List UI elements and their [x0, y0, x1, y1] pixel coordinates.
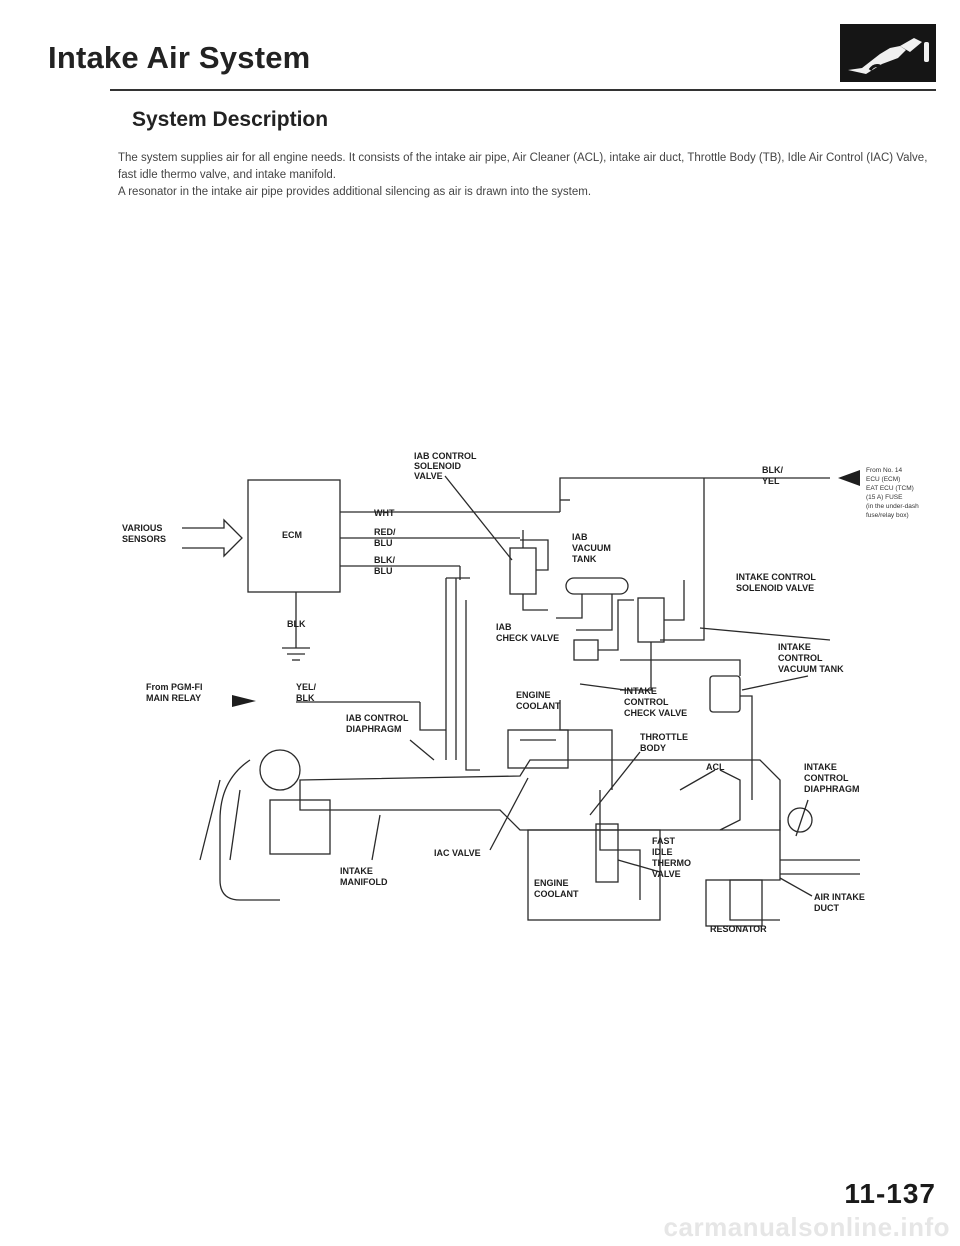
label-yel-blk-1: YEL/ [296, 682, 317, 692]
label-from-fuse-1: From No. 14 [866, 467, 903, 474]
fuel-nozzle-icon [840, 24, 936, 82]
label-air-intake-duct-2: DUCT [814, 903, 839, 913]
label-from-fuse-4: (15 A) FUSE [866, 494, 903, 501]
section-title: System Description [132, 108, 329, 131]
label-blk-blu-2: BLU [374, 566, 393, 576]
label-iab-vacuum-tank-1: IAB [572, 532, 588, 542]
label-ecm: ECM [282, 530, 302, 540]
ecm-box [247, 479, 341, 593]
label-iab-solenoid-2: SOLENOID [414, 461, 462, 471]
label-from-pgm-1: From PGM-FI [146, 682, 203, 692]
description-paragraph-1: The system supplies air for all engine n… [118, 152, 928, 181]
label-blk-yel-2: YEL [762, 476, 780, 486]
sensors-arrow [182, 518, 243, 558]
fast-idle-thermo-valve [595, 823, 619, 883]
label-air-intake-duct-1: AIR INTAKE [814, 892, 865, 902]
label-intake-diaphragm-1: INTAKE [804, 762, 837, 772]
label-intake-manifold-2: MANIFOLD [340, 877, 388, 887]
label-from-fuse-2: ECU (ECM) [866, 476, 900, 483]
label-intake-check-valve-1: INTAKE [624, 686, 657, 696]
label-from-fuse-6: fuse/relay box) [866, 512, 909, 519]
label-yel-blk-2: BLK [296, 693, 315, 703]
label-blk: BLK [287, 619, 306, 629]
label-intake-solenoid-1: INTAKE CONTROL [736, 572, 816, 582]
page-title: Intake Air System [48, 40, 311, 75]
page-number: 11-137 [844, 1178, 936, 1209]
label-fast-idle-3: THERMO [652, 858, 691, 868]
label-iab-solenoid: IAB CONTROL SOLENOID VALVE [414, 451, 477, 481]
watermark: carmanualsonline.info [663, 1212, 950, 1242]
label-iab-vacuum-tank-3: TANK [572, 554, 597, 564]
label-fast-idle-2: IDLE [652, 847, 673, 857]
label-intake-vacuum-tank-1: INTAKE [778, 642, 811, 652]
label-intake-solenoid-2: SOLENOID VALVE [736, 583, 814, 593]
label-intake-vacuum-tank-3: VACUUM TANK [778, 664, 844, 674]
label-iab-solenoid-3: VALVE [414, 471, 443, 481]
label-various-sensors-1: VARIOUS [122, 523, 162, 533]
intake-control-solenoid [637, 597, 665, 643]
label-blk-yel-1: BLK/ [762, 465, 783, 475]
label-from-fuse: From No. 14 ECU (ECM) EAT ECU (TCM) (15 … [866, 467, 919, 519]
label-iab-diaphragm-1: IAB CONTROL [346, 713, 409, 723]
label-red-blu-1: RED/ [374, 527, 396, 537]
label-from-fuse-5: (in the under-dash [866, 503, 919, 510]
label-intake-vacuum-tank-2: CONTROL [778, 653, 823, 663]
description-paragraph-2: A resonator in the intake air pipe provi… [118, 186, 592, 198]
fuse-arrow [838, 470, 860, 486]
relay-arrow [232, 695, 256, 707]
label-resonator: RESONATOR [710, 924, 767, 934]
coolant-box [527, 829, 661, 921]
label-iab-check-valve-1: IAB [496, 622, 512, 632]
label-iab-vacuum-tank-2: VACUUM [572, 543, 611, 553]
description: The system supplies air for all engine n… [118, 150, 928, 201]
label-iac-valve: IAC VALVE [434, 848, 481, 858]
label-throttle-body-2: BODY [640, 743, 666, 753]
intake-control-diaphragm [787, 807, 813, 833]
label-engine-coolant-bottom-1: ENGINE [534, 878, 569, 888]
label-engine-coolant-top-1: ENGINE [516, 690, 551, 700]
header-rule [110, 89, 936, 91]
iab-solenoid [509, 547, 537, 595]
label-fast-idle-4: VALVE [652, 869, 681, 879]
label-from-fuse-3: EAT ECU (TCM) [866, 485, 914, 492]
label-engine-coolant-bottom-2: COOLANT [534, 889, 579, 899]
iab-vacuum-tank [565, 577, 629, 595]
intake-control-vacuum-tank [709, 675, 741, 713]
label-intake-diaphragm-3: DIAPHRAGM [804, 784, 860, 794]
label-iab-solenoid-1: IAB CONTROL [414, 451, 477, 461]
label-wht: WHT [374, 508, 395, 518]
label-intake-diaphragm-2: CONTROL [804, 773, 849, 783]
resonator-box [705, 879, 763, 927]
label-blk-blu-1: BLK/ [374, 555, 395, 565]
label-intake-manifold-1: INTAKE [340, 866, 373, 876]
iab-check-valve [573, 639, 599, 661]
throttle-body [507, 729, 569, 769]
label-from-pgm-2: MAIN RELAY [146, 693, 201, 703]
label-acl: ACL [706, 762, 725, 772]
label-fast-idle-1: FAST [652, 836, 676, 846]
label-intake-check-valve-2: CONTROL [624, 697, 669, 707]
label-red-blu-2: BLU [374, 538, 393, 548]
label-engine-coolant-top-2: COOLANT [516, 701, 561, 711]
label-throttle-body-1: THROTTLE [640, 732, 688, 742]
label-intake-check-valve-3: CHECK VALVE [624, 708, 687, 718]
label-iab-diaphragm-2: DIAPHRAGM [346, 724, 402, 734]
label-iab-check-valve-2: CHECK VALVE [496, 633, 559, 643]
engine-block [219, 759, 280, 901]
label-various-sensors-2: SENSORS [122, 534, 166, 544]
